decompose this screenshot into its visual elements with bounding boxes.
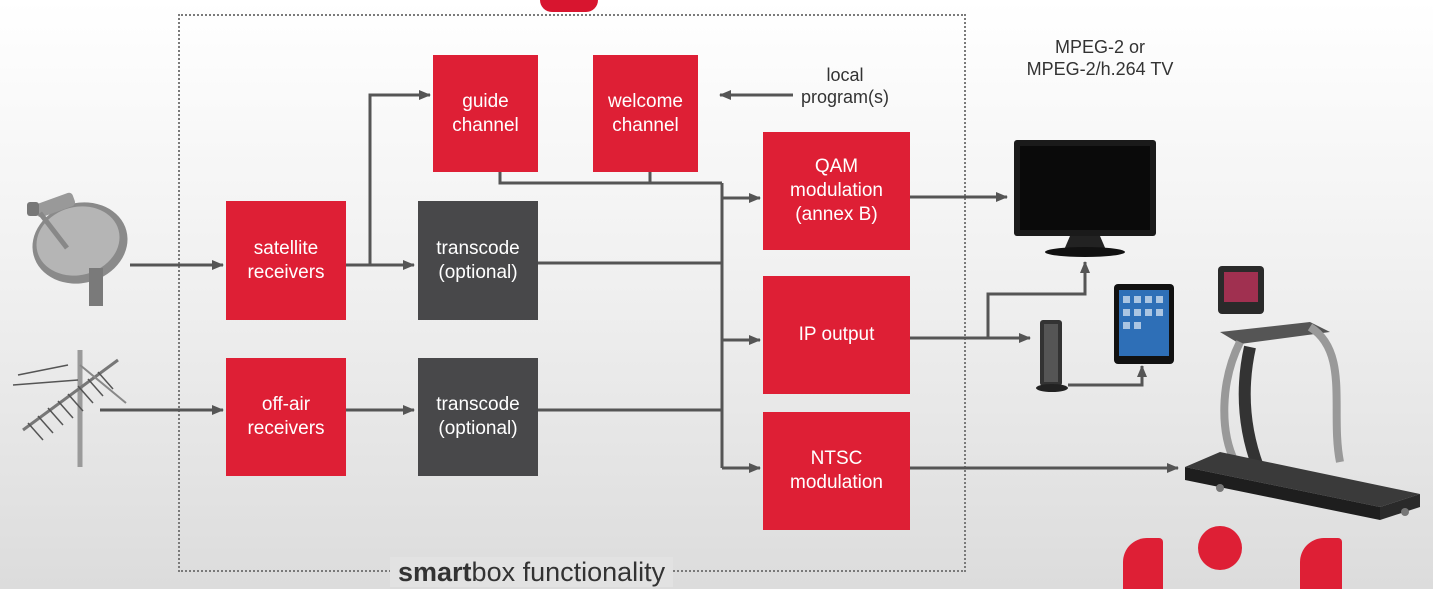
router-icon: [1036, 320, 1068, 392]
treadmill-icon: [1185, 266, 1420, 520]
guide-channel-box: guide channel: [433, 55, 538, 172]
smartbox-label: smartbox functionality: [390, 557, 674, 587]
line-guide-to-bus: [498, 172, 722, 185]
qam-modulation-box: QAM modulation (annex B): [763, 132, 910, 250]
logo-digit-left: [1123, 538, 1163, 589]
transcode-bottom-box: transcode (optional): [418, 358, 538, 476]
tv-type-label: MPEG-2 or MPEG-2/h.264 TV: [1026, 37, 1174, 79]
antenna-icon: [12, 350, 127, 467]
arrow-ip-to-tv: [986, 261, 1090, 338]
ntsc-modulation-box: NTSC modulation: [763, 412, 910, 530]
logo-dot: [1198, 526, 1242, 570]
local-program-label: local program(s): [800, 65, 889, 107]
arrow-router-to-tablet: [1068, 365, 1147, 387]
welcome-channel-box: welcome channel: [593, 55, 698, 172]
tablet-icon: [1114, 284, 1174, 364]
logo-digit-right: [1300, 538, 1342, 589]
offair-receivers-box: off-air receivers: [226, 358, 346, 476]
satellite-receivers-box: satellite receivers: [226, 201, 346, 320]
ip-output-box: IP output: [763, 276, 910, 394]
tv-icon: [1014, 140, 1156, 257]
logo-fragment: [540, 0, 598, 12]
arrow-satellite-to-guide: [368, 90, 431, 265]
satellite-dish-icon: [27, 192, 128, 306]
transcode-top-box: transcode (optional): [418, 201, 538, 320]
